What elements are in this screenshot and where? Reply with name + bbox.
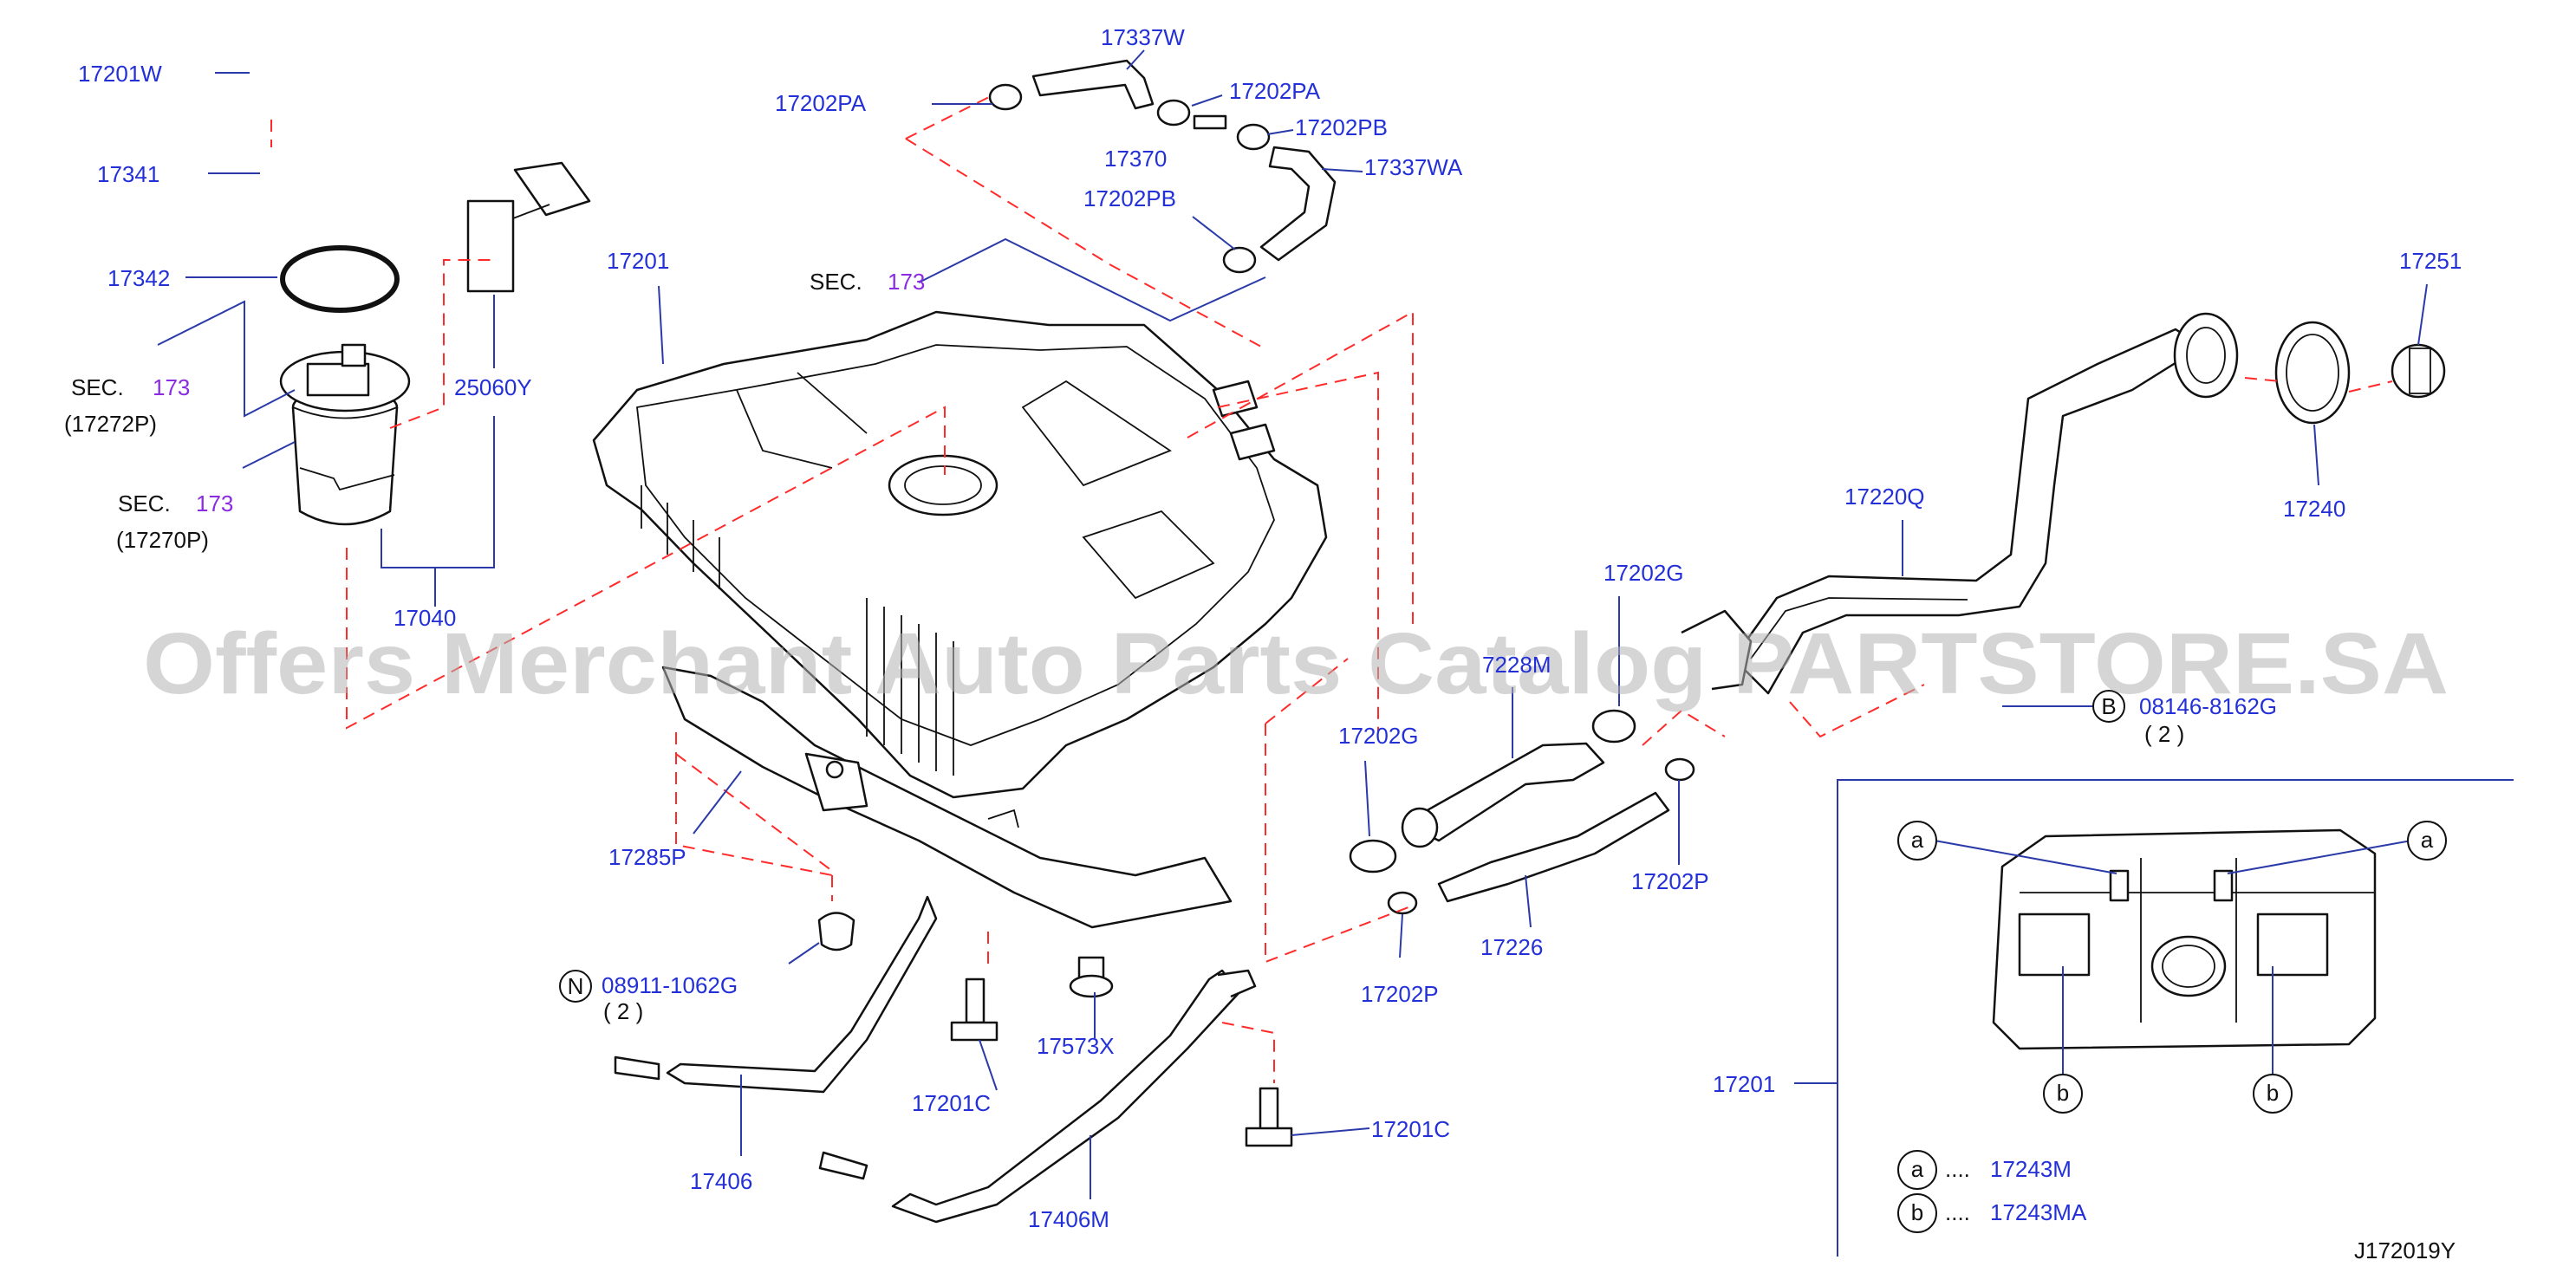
hose-17337WA	[1259, 146, 1337, 262]
svg-text:a: a	[1911, 1156, 1924, 1182]
sec-label-1: SEC.	[71, 374, 124, 400]
legend-17243M: 17243M	[1990, 1156, 2072, 1182]
legend-dots-a: ....	[1945, 1156, 1970, 1182]
watermark: Offers Merchant Auto Parts Catalog PARTS…	[143, 615, 2449, 712]
heat-shield-17285P	[661, 666, 1233, 929]
label-17220Q: 17220Q	[1844, 484, 1925, 510]
circle-b-right: b	[2253, 1074, 2293, 1114]
clamp-17202P-b	[1664, 757, 1695, 782]
fuel-cap-17251	[2391, 343, 2446, 399]
fuel-tank-17201	[592, 310, 1328, 799]
label-17251: 17251	[2399, 248, 2462, 274]
legend-dots-b: ....	[1945, 1199, 1970, 1225]
filler-hose-17228M	[1401, 742, 1605, 848]
clamp-17202PB-b	[1222, 246, 1257, 274]
breather-hose-17226	[1437, 791, 1670, 903]
clamp-17202PA-left	[988, 83, 1023, 111]
clamp-17202G-a	[1349, 839, 1397, 874]
label-17202PB-a: 17202PB	[1295, 114, 1388, 140]
label-17201C-a: 17201C	[912, 1090, 991, 1116]
clamp-17202P-a	[1387, 891, 1418, 915]
label-17240: 17240	[2283, 496, 2345, 522]
label-17040: 17040	[394, 605, 456, 631]
tank-strap-17406M	[818, 969, 1257, 1224]
label-17228M: 7228M	[1482, 652, 1551, 678]
clamp-17202PB-a	[1236, 123, 1271, 151]
label-17337WA: 17337WA	[1364, 154, 1463, 180]
sec-label-2: SEC.	[118, 490, 171, 516]
filler-ring-17240	[2274, 321, 2351, 425]
tank-strap-17406	[614, 895, 938, 1094]
label-17202G-a: 17202G	[1338, 723, 1419, 749]
bolt-17201C-b	[1245, 1087, 1293, 1147]
label-17201: 17201	[607, 248, 669, 274]
label-17202P-a: 17202P	[1361, 981, 1439, 1007]
label-17202PA-left: 17202PA	[775, 90, 867, 116]
circle-b-bolt: B	[2092, 690, 2125, 723]
qty-08146: ( 2 )	[2144, 721, 2184, 747]
svg-text:N: N	[568, 973, 584, 999]
circle-a-left: a	[1897, 821, 1937, 861]
clip-08911	[817, 912, 855, 952]
svg-text:B: B	[2101, 693, 2116, 719]
leader-lines	[157, 49, 2514, 1257]
svg-text:a: a	[2421, 827, 2434, 853]
label-17202G-b: 17202G	[1603, 560, 1684, 586]
hose-17337W	[1031, 59, 1155, 110]
o-ring-17342	[280, 245, 400, 313]
fuel-sender-25060Y	[466, 161, 591, 293]
label-17202PA-right: 17202PA	[1229, 78, 1321, 104]
label-17341: 17341	[97, 161, 159, 187]
label-17201W: 17201W	[78, 61, 162, 87]
label-inset-17201: 17201	[1713, 1071, 1775, 1097]
circle-n: N	[559, 970, 592, 1003]
label-17272P: (17272P)	[64, 411, 157, 437]
legend-circle-b: b	[1897, 1193, 1937, 1233]
svg-text:a: a	[1911, 827, 1924, 853]
label-25060Y: 25060Y	[454, 374, 532, 400]
label-17573X: 17573X	[1037, 1033, 1115, 1059]
label-17270P: (17270P)	[116, 527, 209, 553]
valve-17370	[1193, 114, 1227, 130]
diagram-id: J172019Y	[2354, 1237, 2456, 1263]
circle-b-left: b	[2043, 1074, 2083, 1114]
svg-text:b: b	[2267, 1080, 2279, 1106]
svg-text:b: b	[2057, 1080, 2069, 1106]
circle-a-right: a	[2407, 821, 2447, 861]
label-17202PB-b: 17202PB	[1083, 185, 1176, 211]
inset-detail-17201	[1934, 828, 2412, 1075]
part-labels: 17201W 17341 17342 SEC. 173 (17272P) SEC…	[64, 24, 2462, 1263]
label-08146-8162G: 08146-8162G	[2139, 693, 2277, 719]
label-17202P-b: 17202P	[1631, 868, 1709, 894]
label-17226: 17226	[1480, 934, 1543, 960]
label-08911-1062G: 08911-1062G	[602, 972, 738, 998]
label-17342: 17342	[107, 265, 170, 291]
sec-num-3: 173	[888, 269, 925, 295]
legend-circle-a: a	[1897, 1150, 1937, 1190]
label-17285P: 17285P	[608, 844, 686, 870]
label-17337W: 17337W	[1101, 24, 1185, 50]
svg-text:b: b	[1911, 1199, 1923, 1225]
label-17370: 17370	[1104, 146, 1167, 172]
qty-08911: ( 2 )	[603, 998, 643, 1024]
clamp-17202G-b	[1591, 709, 1636, 744]
plug-17573X	[1069, 956, 1114, 998]
bolt-17201C-a	[950, 977, 999, 1042]
filler-tube-17220Q	[1681, 312, 2239, 695]
label-17406M: 17406M	[1028, 1206, 1109, 1232]
sec-label-3: SEC.	[810, 269, 862, 295]
sec-num-1: 173	[153, 374, 190, 400]
label-17201C-b: 17201C	[1371, 1116, 1450, 1142]
clamp-17202PA-right	[1156, 99, 1191, 127]
sec-num-2: 173	[196, 490, 233, 516]
label-17406: 17406	[690, 1168, 752, 1194]
fuel-pump-module-17040	[279, 343, 411, 526]
dashed-assembly-lines	[346, 94, 2393, 1083]
legend-17243MA: 17243MA	[1990, 1199, 2087, 1225]
